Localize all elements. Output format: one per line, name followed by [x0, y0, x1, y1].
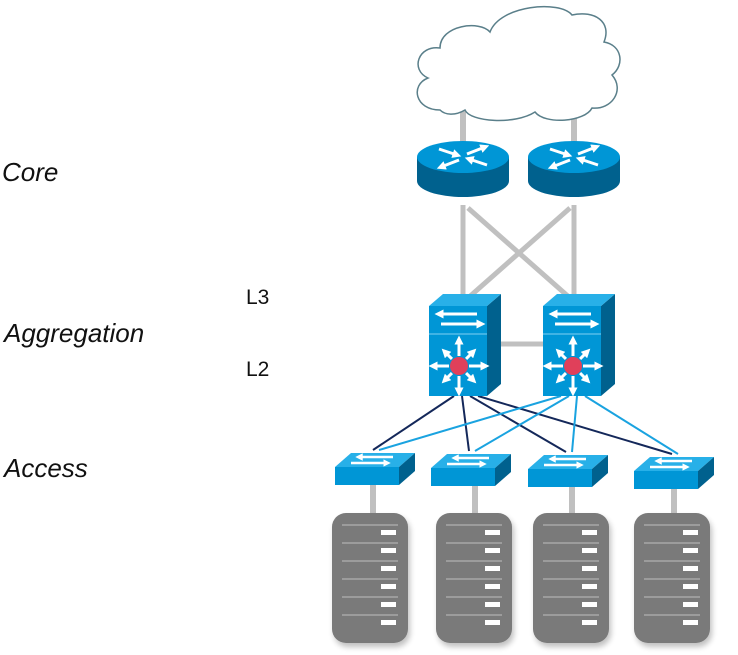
server-drive-indicator — [683, 566, 698, 571]
core-router-1[interactable] — [417, 141, 509, 197]
tier-label-aggregation: Aggregation — [4, 318, 145, 348]
layer-label-l2: L2 — [246, 358, 270, 381]
access-switch-3[interactable] — [528, 455, 608, 487]
switch-arrows-icon — [447, 454, 489, 468]
aggregation-switch-2[interactable] — [542, 294, 615, 397]
server-drive-indicator — [485, 584, 500, 589]
starburst-center — [450, 357, 468, 375]
access-switch-2[interactable] — [431, 454, 511, 486]
server-drive-indicator — [485, 566, 500, 571]
link-agg1-access3 — [469, 395, 567, 453]
server-drive-indicator — [683, 620, 698, 625]
server-3[interactable] — [533, 513, 609, 643]
link-agg2-access3 — [571, 395, 578, 453]
server-drive-indicator — [582, 530, 597, 535]
layer-label-l3: L3 — [246, 286, 270, 309]
server-drive-indicator — [381, 548, 396, 553]
server-drive-indicator — [582, 548, 597, 553]
access-server-links — [370, 485, 677, 516]
switch-arrows-icon — [548, 309, 600, 329]
server-drive-indicator — [683, 530, 698, 535]
server-drive-indicator — [582, 584, 597, 589]
server-drive-indicator — [683, 548, 698, 553]
access-switch-1[interactable] — [335, 453, 415, 485]
core-aggregation-links — [460, 205, 577, 300]
server-drive-indicator — [582, 620, 597, 625]
multilayer-starburst-icon — [542, 335, 604, 397]
router-arrows-icon — [436, 144, 490, 170]
switch-arrows-icon — [650, 457, 692, 471]
switch-arrows-icon — [544, 455, 586, 469]
server-drive-indicator — [381, 620, 396, 625]
server-drive-indicator — [582, 602, 597, 607]
internet-cloud — [416, 5, 621, 122]
access-switch-4[interactable] — [634, 457, 714, 489]
link-agg2-access1 — [378, 395, 562, 451]
switch-arrows-icon — [434, 309, 486, 329]
server-drive-indicator — [485, 530, 500, 535]
server-4[interactable] — [634, 513, 710, 643]
aggregation-access-links — [372, 395, 679, 455]
server-drive-indicator — [381, 566, 396, 571]
tier-label-access: Access — [4, 453, 88, 483]
server-drive-indicator — [683, 584, 698, 589]
server-drive-indicator — [381, 530, 396, 535]
link-agg2-access2 — [474, 395, 570, 452]
server-drive-indicator — [381, 584, 396, 589]
link-agg1-access1 — [372, 395, 455, 451]
core-router-2[interactable] — [528, 141, 620, 197]
aggregation-switch-1[interactable] — [428, 294, 501, 397]
tier-label-core: Core — [2, 157, 59, 187]
multilayer-starburst-icon — [428, 335, 490, 397]
server-drive-indicator — [683, 602, 698, 607]
server-1[interactable] — [332, 513, 408, 643]
starburst-center — [564, 357, 582, 375]
link-agg2-access4 — [584, 395, 679, 455]
switch-arrows-icon — [351, 453, 393, 467]
server-drive-indicator — [485, 602, 500, 607]
server-drive-indicator — [381, 602, 396, 607]
server-drive-indicator — [485, 620, 500, 625]
server-drive-indicator — [582, 566, 597, 571]
server-2[interactable] — [436, 513, 512, 643]
router-arrows-icon — [547, 144, 601, 170]
server-drive-indicator — [485, 548, 500, 553]
